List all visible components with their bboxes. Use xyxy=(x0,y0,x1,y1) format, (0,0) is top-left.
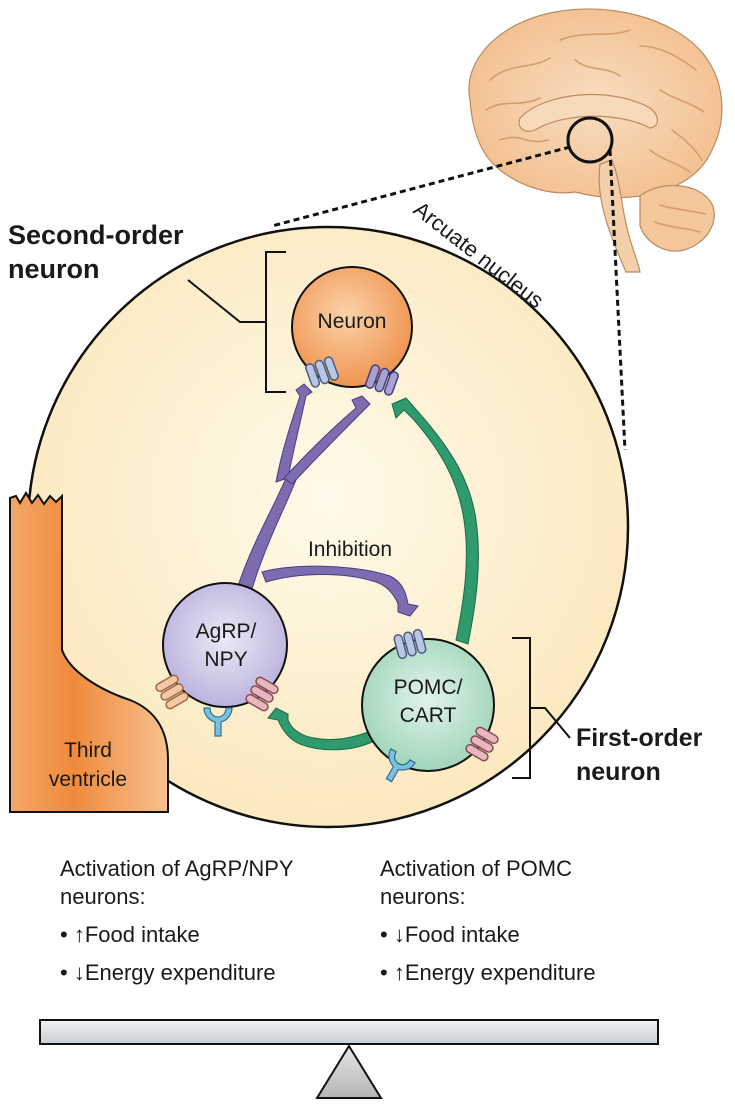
agrp-axons xyxy=(235,383,419,617)
pomc-effects-heading-1: Activation of POMC xyxy=(380,856,572,881)
neuron-receptor-right xyxy=(365,364,399,396)
pomc-axons xyxy=(267,397,479,751)
pomc-receptor-top xyxy=(393,628,427,660)
pomc-cart-neuron-body xyxy=(361,638,495,772)
brain-illustration xyxy=(468,8,723,273)
ventricle-label-1: Third xyxy=(64,739,112,762)
cerebellum xyxy=(639,184,715,252)
brain-gyri xyxy=(485,29,706,233)
second-order-neuron-body xyxy=(291,266,413,388)
inhibition-label: Inhibition xyxy=(308,538,392,561)
brainstem xyxy=(598,159,641,273)
ventricle-label-2: ventricle xyxy=(49,768,127,791)
neuron-label: Neuron xyxy=(318,310,387,333)
first-order-bracket xyxy=(512,637,571,779)
third-ventricle xyxy=(9,491,169,813)
pomc-effect-item: • ↑Energy expenditure xyxy=(380,960,596,985)
second-order-bracket xyxy=(187,251,286,393)
hypothalamus-magnifier xyxy=(566,116,614,164)
agrp-effects-heading-1: Activation of AgRP/NPY xyxy=(60,856,294,881)
agrp-npy-neuron-body xyxy=(162,582,288,708)
balance-fulcrum xyxy=(315,1044,383,1099)
agrp-label-1: AgRP/ xyxy=(196,620,257,643)
agrp-effects-heading-2: neurons: xyxy=(60,884,146,909)
agrp-receptor-pink xyxy=(245,676,279,712)
corpus-callosum xyxy=(518,93,659,132)
first-order-label-1: First-order xyxy=(576,724,703,752)
first-order-label-2: neuron xyxy=(576,758,661,786)
pomc-effects: Activation of POMC neurons: • ↓Food inta… xyxy=(380,856,596,985)
agrp-label-2: NPY xyxy=(204,648,247,671)
second-order-label-2: neuron xyxy=(8,254,100,284)
agrp-effect-item: • ↑Food intake xyxy=(60,922,200,947)
pomc-label-2: CART xyxy=(400,704,457,727)
pomc-effects-heading-2: neurons: xyxy=(380,884,466,909)
pomc-receptor-y xyxy=(385,748,416,783)
pomc-receptor-pink xyxy=(465,726,499,762)
zoom-line-right xyxy=(608,149,627,451)
pomc-label-1: POMC/ xyxy=(394,676,463,699)
zoom-line-left xyxy=(271,145,571,228)
agrp-receptor-peach xyxy=(155,674,189,710)
second-order-label-1: Second-order xyxy=(8,220,184,250)
neuron-receptor-left xyxy=(305,356,339,388)
agrp-effects: Activation of AgRP/NPY neurons: • ↑Food … xyxy=(60,856,294,985)
agrp-effect-item: • ↓Energy expenditure xyxy=(60,960,276,985)
balance-beam xyxy=(39,1019,659,1045)
pomc-effect-item: • ↓Food intake xyxy=(380,922,520,947)
agrp-receptor-y xyxy=(203,707,233,737)
